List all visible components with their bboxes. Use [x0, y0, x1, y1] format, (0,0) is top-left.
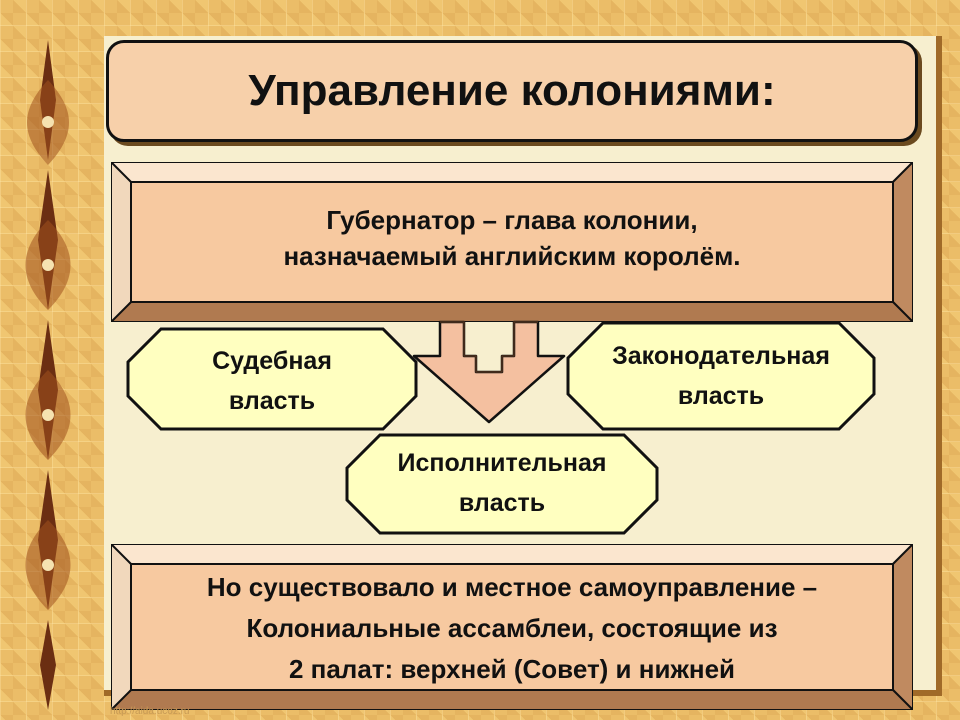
judicial-line-1: Судебная — [212, 347, 332, 375]
executive-line-2: власть — [458, 489, 546, 517]
title-box: Управление колониями: — [106, 40, 918, 142]
judicial-line-2: власть — [228, 387, 316, 415]
governor-box: Губернатор – глава колонии, назначаемый … — [111, 162, 913, 322]
assemblies-line-3: 2 палат: верхней (Совет) и нижней — [288, 654, 736, 684]
ornament-icon — [25, 40, 71, 710]
executive-line-1: Исполнительная — [397, 449, 607, 477]
executive-branch-box: Исполнительная власть — [344, 432, 660, 536]
watermark: http://aida.ucoz.ru — [110, 706, 190, 717]
legislative-branch-box: Законодательная власть — [565, 320, 877, 432]
judicial-branch-box: Судебная власть — [125, 326, 419, 432]
page-title: Управление колониями: — [248, 66, 776, 115]
governor-line-2: назначаемый английским королём. — [283, 241, 741, 271]
assemblies-box: Но существовало и местное самоуправление… — [111, 544, 913, 710]
assemblies-line-1: Но существовало и местное самоуправление… — [206, 572, 818, 602]
governor-line-1: Губернатор – глава колонии, — [326, 205, 698, 235]
legislative-line-1: Законодательная — [612, 342, 830, 370]
down-arrow-icon — [412, 320, 566, 424]
legislative-line-2: власть — [677, 382, 765, 410]
assemblies-line-2: Колониальные ассамблеи, состоящие из — [246, 613, 778, 643]
